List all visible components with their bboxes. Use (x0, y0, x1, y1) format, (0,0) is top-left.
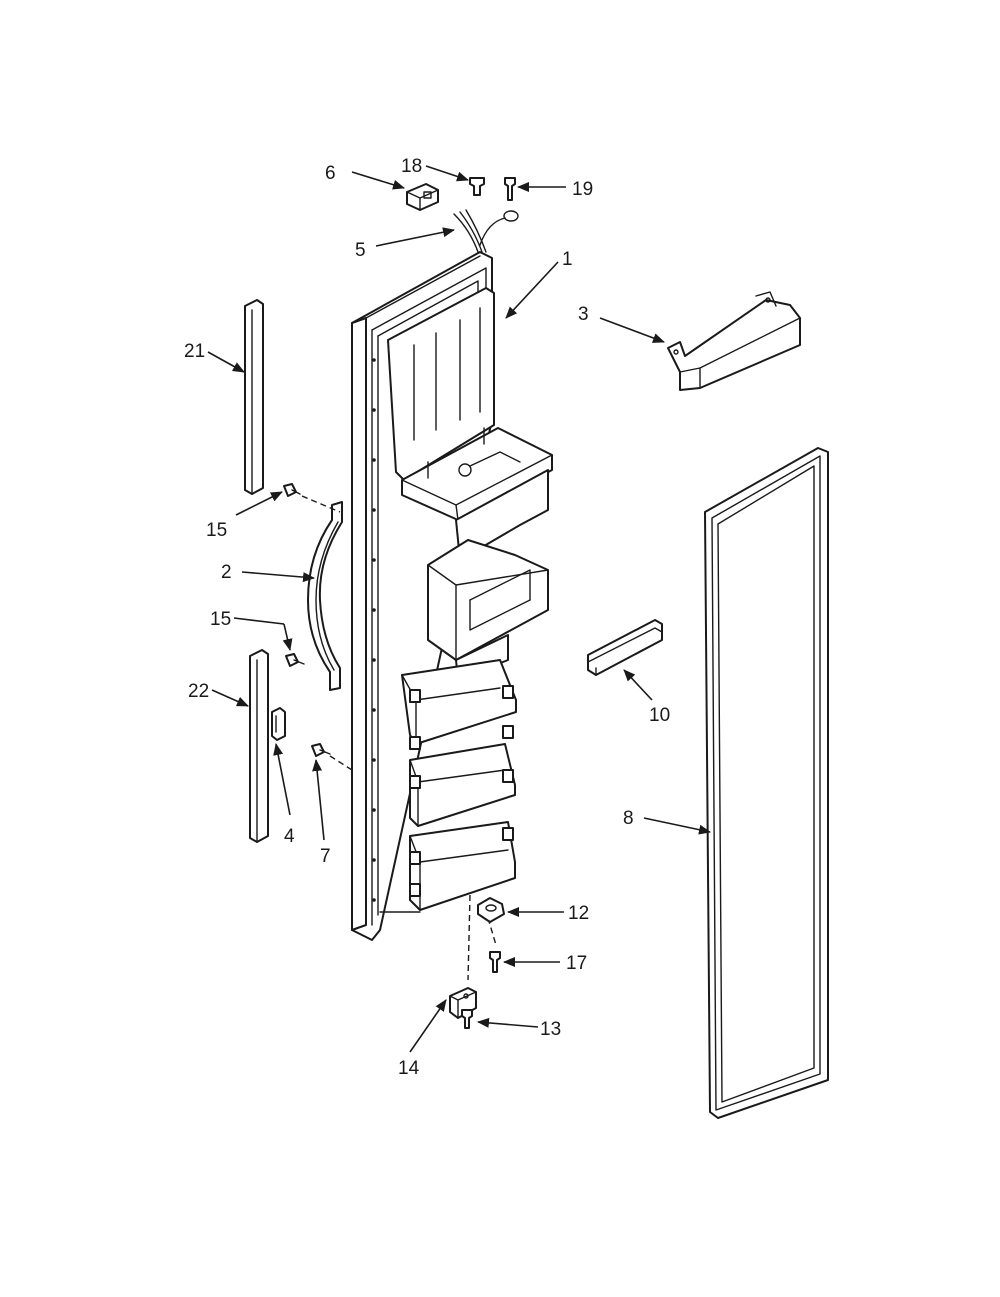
leader-14 (409, 999, 447, 1053)
door-handle (307, 501, 343, 691)
callout-22: 22 (188, 681, 209, 702)
door-bin (667, 291, 801, 391)
callout-14: 14 (398, 1058, 420, 1079)
alignment-line-trim-screw (329, 755, 353, 771)
callout-6: 6 (325, 163, 336, 184)
leader-6 (351, 171, 405, 190)
callout-19: 19 (572, 179, 593, 200)
leader-13 (477, 1017, 539, 1028)
alignment-line-hinge (467, 894, 471, 981)
leader-7 (312, 759, 325, 841)
alignment-line-upper-screw (301, 495, 341, 513)
trim-clip (271, 707, 286, 741)
leader-2 (241, 571, 315, 583)
callout-10: 10 (649, 705, 670, 726)
leader-3 (599, 317, 665, 343)
leader-15b (233, 617, 285, 625)
door-edge-holes (372, 358, 376, 902)
trim-strip-upper (244, 299, 264, 495)
leader-1 (505, 261, 559, 319)
leader-10 (623, 669, 653, 701)
hinge-bushing (477, 897, 505, 923)
callout-15-upper: 15 (206, 520, 227, 541)
callout-12: 12 (568, 903, 589, 924)
callout-21: 21 (184, 341, 205, 362)
callout-4: 4 (284, 826, 295, 847)
trim-strip-lower (249, 649, 269, 843)
handle-screw-lower (285, 653, 305, 667)
freezer-door (351, 251, 553, 941)
leader-18 (425, 165, 469, 182)
handle-screw-upper (283, 483, 301, 497)
leader-8 (643, 817, 711, 835)
callout-15-lower: 15 (210, 609, 231, 630)
leader-15a (235, 491, 283, 516)
callout-1: 1 (562, 249, 573, 270)
callout-13: 13 (540, 1019, 561, 1040)
callout-7: 7 (320, 846, 331, 867)
wire-harness (453, 209, 506, 253)
callout-18: 18 (401, 156, 422, 177)
wire-connector-block (406, 183, 439, 211)
hinge-screw (489, 951, 501, 973)
plug-button (469, 177, 485, 196)
callout-8: 8 (623, 808, 634, 829)
hinge-mounting-screw (461, 1009, 473, 1029)
leader-4 (273, 743, 291, 816)
ground-screw (503, 177, 519, 222)
callout-5: 5 (355, 240, 366, 261)
callout-2: 2 (221, 562, 232, 583)
door-gasket (704, 447, 829, 1119)
callout-3: 3 (578, 304, 589, 325)
door-trim-piece (587, 619, 663, 676)
leader-21 (207, 351, 245, 373)
leader-5 (375, 227, 455, 247)
leader-22 (211, 689, 249, 707)
trim-screw (311, 743, 331, 757)
leader-15b-drop (282, 623, 293, 651)
callout-17: 17 (566, 953, 587, 974)
